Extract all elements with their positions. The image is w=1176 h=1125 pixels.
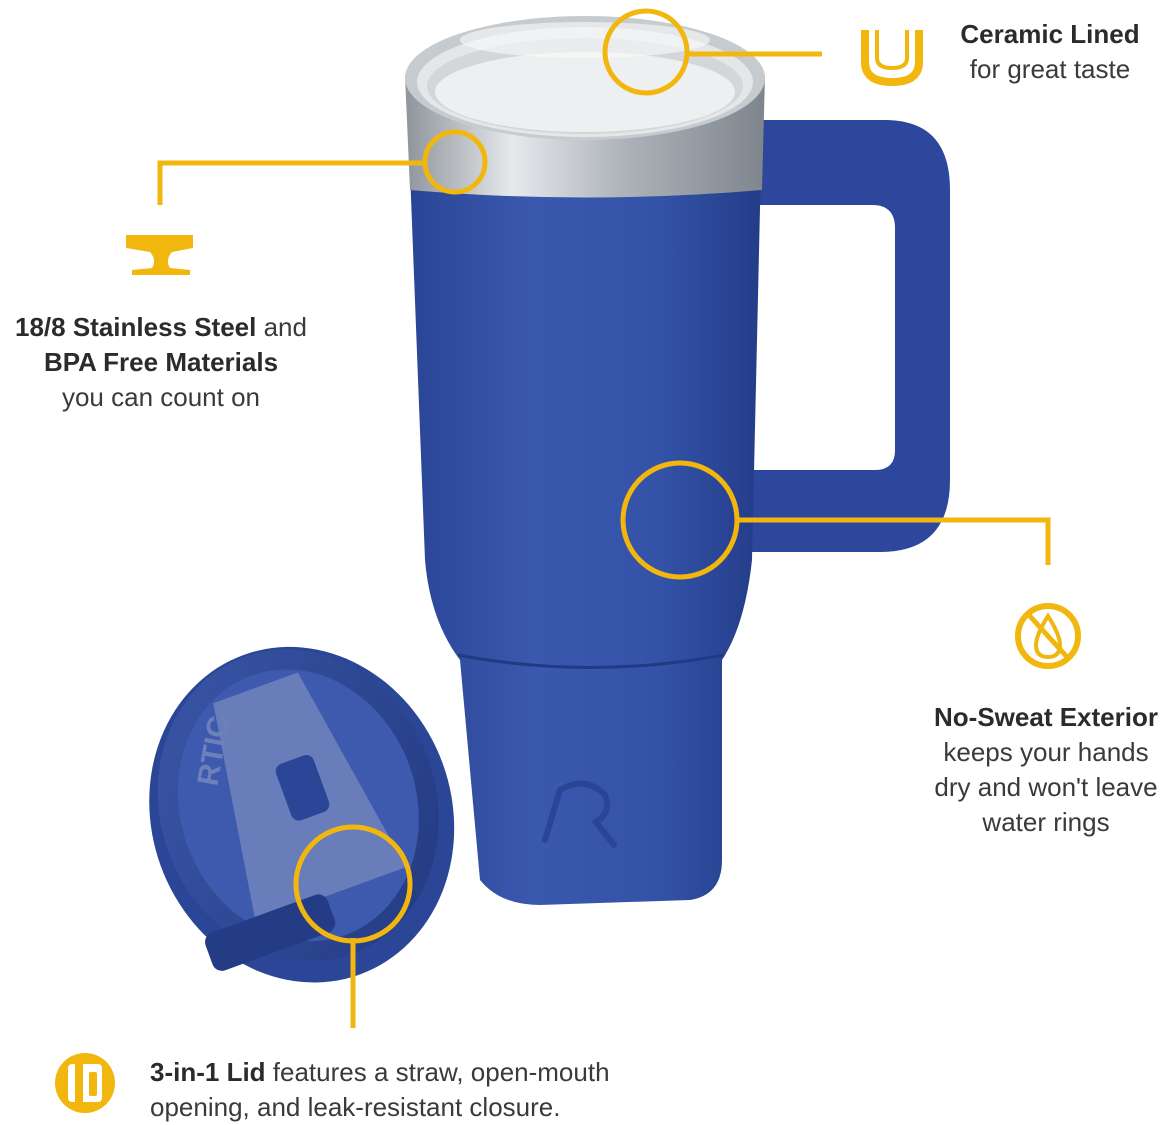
sweat-callout: No-Sweat Exterior keeps your hands dry a… (916, 700, 1176, 840)
ceramic-body: for great taste (969, 54, 1131, 84)
lid-callout: 3-in-1 Lid features a straw, open-mouth … (150, 1055, 690, 1125)
lid-title: 3-in-1 Lid (150, 1057, 266, 1087)
ceramic-title: Ceramic Lined (960, 19, 1140, 49)
lid-line-2: opening, and leak-resistant closure. (150, 1092, 561, 1122)
sweat-line-3: water rings (982, 807, 1110, 837)
emboss-logo-icon (542, 780, 617, 848)
ceramic-highlight-circle (602, 8, 690, 96)
sweat-line-1: keeps your hands (943, 737, 1149, 767)
steel-callout: 18/8 Stainless Steel and BPA Free Materi… (0, 310, 322, 415)
no-drop-icon (1015, 603, 1081, 669)
anvil-icon (126, 235, 193, 275)
exterior-highlight-circle (620, 460, 740, 580)
steel-highlight-circle (422, 129, 488, 195)
tumbler-body (408, 120, 762, 905)
tumbler-handle (745, 120, 950, 552)
steel-bold-1: 18/8 Stainless Steel (15, 312, 257, 342)
u-shape-icon (861, 30, 923, 87)
lid: RTIC (149, 646, 455, 983)
sweat-title: No-Sweat Exterior (934, 702, 1158, 732)
lid-icon (55, 1053, 115, 1113)
steel-line-3: you can count on (61, 382, 261, 412)
ceramic-callout: Ceramic Lined for great taste (930, 17, 1170, 87)
sweat-line-2: dry and won't leave (934, 772, 1158, 802)
steel-rest-1: and (256, 312, 307, 342)
lid-highlight-circle (293, 824, 413, 944)
lid-line-1: features a straw, open-mouth (265, 1057, 610, 1087)
steel-bold-2: BPA Free Materials (43, 347, 279, 377)
